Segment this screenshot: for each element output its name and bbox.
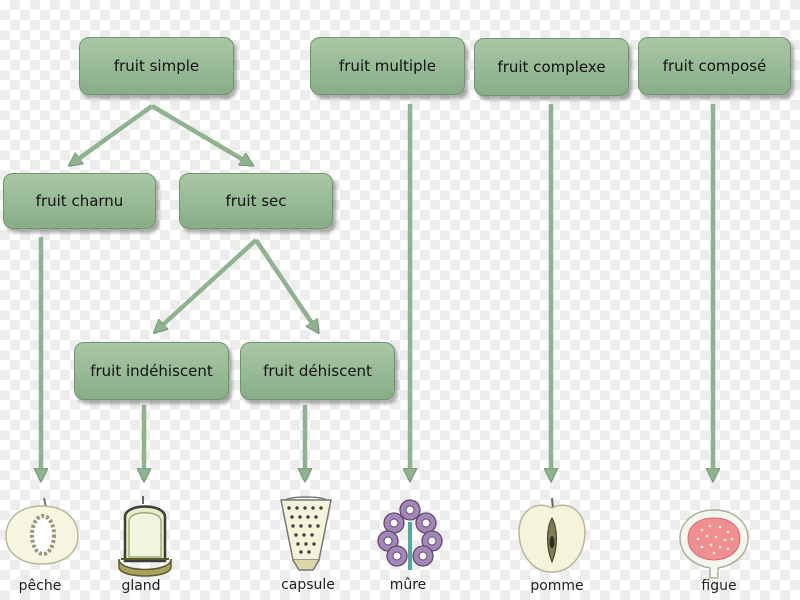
label-gland: gland <box>121 578 161 594</box>
node-fruit-complexe: fruit complexe <box>474 38 629 96</box>
peach-icon <box>5 497 79 565</box>
node-fruit-dehiscent: fruit déhiscent <box>240 342 395 400</box>
label-capsule: capsule <box>281 577 335 593</box>
arrow-sec-to-dehiscent <box>254 238 318 332</box>
node-fruit-sec: fruit sec <box>179 173 333 229</box>
node-fruit-multiple: fruit multiple <box>310 37 465 95</box>
label-figue: figue <box>701 578 737 594</box>
label-mure: mûre <box>389 577 427 593</box>
apple-icon <box>518 497 586 573</box>
fig-icon <box>679 509 749 579</box>
node-fruit-simple: fruit simple <box>79 37 234 95</box>
label-peche: pêche <box>18 578 62 594</box>
arrow-sec-to-indehiscent <box>155 238 258 332</box>
label-pomme: pomme <box>530 578 584 594</box>
node-fruit-indehiscent: fruit indéhiscent <box>74 342 229 400</box>
capsule-icon <box>280 496 332 571</box>
mulberry-icon <box>377 499 443 570</box>
arrow-simple-to-charnu <box>70 104 154 165</box>
node-fruit-charnu: fruit charnu <box>3 173 156 229</box>
node-fruit-compose: fruit composé <box>638 37 791 95</box>
arrow-simple-to-sec <box>150 104 252 167</box>
acorn-icon <box>118 496 172 577</box>
